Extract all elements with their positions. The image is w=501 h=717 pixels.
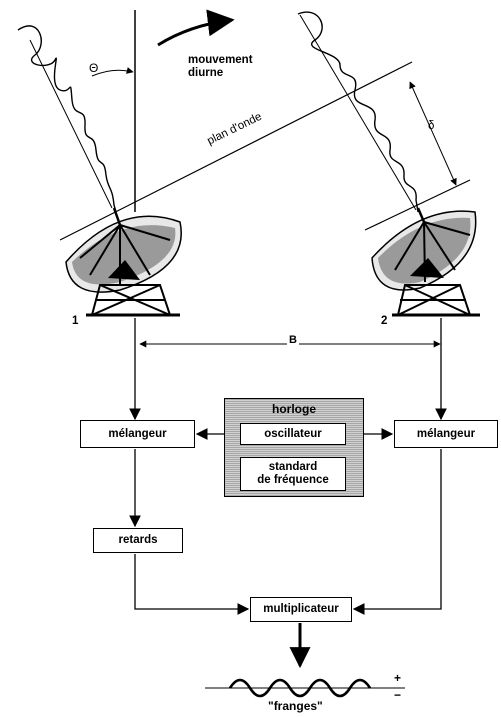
- antenna-1: [65, 207, 182, 317]
- standard-frequence-label: standard de fréquence: [257, 461, 329, 486]
- standard-frequence-box: standard de fréquence: [240, 457, 346, 491]
- oscillateur-box: oscillateur: [240, 423, 346, 445]
- diurnal-motion-label-line1: mouvement: [188, 54, 253, 66]
- theta-label: Θ: [89, 61, 99, 75]
- antenna-2: [371, 207, 480, 317]
- diurnal-motion-arrow: [157, 9, 235, 47]
- antenna-2-label: 2: [381, 315, 388, 327]
- melangeur-left-label: mélangeur: [108, 427, 167, 440]
- minus-sign: −: [394, 688, 402, 702]
- delta-label: δ: [428, 120, 435, 132]
- wave-direction-right: [299, 14, 417, 211]
- melangeur-left-box: mélangeur: [80, 420, 195, 448]
- wave-direction-left: [29, 39, 113, 209]
- wave-plane-right: [364, 179, 471, 231]
- fringes-wave: [228, 678, 372, 698]
- oscillateur-label: oscillateur: [264, 427, 322, 440]
- incoming-wave-left: [17, 25, 117, 213]
- delta-arrow: [409, 81, 457, 186]
- antenna-1-label: 1: [72, 315, 79, 327]
- baseline-label: B: [287, 334, 299, 346]
- theta-arc: [91, 67, 134, 77]
- plus-sign: +: [394, 671, 402, 685]
- arrow-retards-multiplicateur: [134, 554, 250, 615]
- retards-label: retards: [118, 534, 158, 546]
- retards-box: retards: [93, 528, 183, 553]
- multiplicateur-label: multiplicateur: [263, 603, 339, 615]
- multiplicateur-box: multiplicateur: [250, 597, 352, 622]
- horloge-label: horloge: [272, 402, 316, 416]
- wave-plane-main: [59, 61, 413, 241]
- incoming-wave-right: [297, 11, 419, 213]
- diurnal-motion-label-line2: diurne: [188, 67, 224, 79]
- melangeur-right-label: mélangeur: [416, 427, 476, 440]
- franges-label: "franges": [268, 699, 323, 713]
- melangeur-right-box: mélangeur: [394, 420, 498, 448]
- arrow-melangeur2-multiplicateur: [352, 449, 442, 615]
